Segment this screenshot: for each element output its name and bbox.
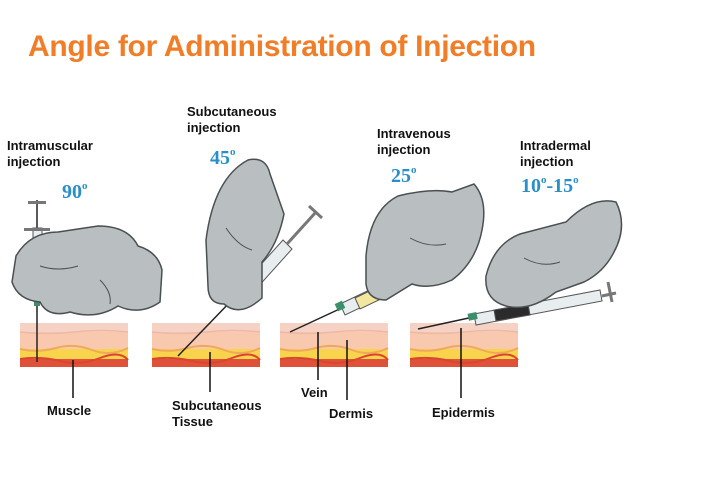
label-epidermis: Epidermis: [432, 405, 495, 420]
label-intradermal: Intradermal injection: [520, 138, 591, 170]
diagram-title: Angle for Administration of Injection: [28, 30, 536, 63]
skin-block-intradermal: [409, 322, 519, 368]
angle-intramuscular: 90o: [62, 180, 88, 204]
gloved-hand-intradermal: [485, 200, 623, 309]
degree-symbol: o: [230, 146, 236, 158]
degree-symbol: o: [82, 180, 88, 192]
gloved-hand-intravenous: [365, 183, 485, 301]
label-intravenous-line2: injection: [377, 142, 431, 157]
angle-intravenous: 25o: [391, 164, 417, 188]
label-subcutaneous: Subcutaneous injection: [187, 104, 277, 136]
label-subcutaneous-tissue: Subcutaneous Tissue: [172, 398, 262, 430]
angle-subcutaneous-value: 45: [210, 147, 230, 169]
angle-intradermal-max: 15: [553, 175, 574, 197]
angle-intravenous-value: 25: [391, 165, 411, 187]
label-intramuscular-line1: Intramuscular: [7, 138, 93, 153]
label-subcutaneous-tissue-line2: Tissue: [172, 414, 213, 429]
label-subcutaneous-line1: Subcutaneous: [187, 104, 277, 119]
label-intradermal-line1: Intradermal: [520, 138, 591, 153]
skin-block-subcutaneous: [151, 322, 261, 368]
angle-subcutaneous: 45o: [210, 146, 236, 170]
degree-symbol: o: [411, 164, 417, 176]
label-intramuscular-line2: injection: [7, 154, 61, 169]
degree-symbol: o: [541, 174, 547, 186]
angle-intramuscular-value: 90: [62, 181, 82, 203]
label-vein: Vein: [301, 385, 328, 400]
syringe-intradermal: [417, 281, 617, 330]
angle-intradermal-min: 10: [521, 175, 541, 197]
label-muscle: Muscle: [47, 403, 92, 418]
angle-intradermal: 10o-15o: [521, 174, 579, 198]
gloved-hand-intramuscular: [11, 225, 163, 316]
label-intradermal-line2: injection: [520, 154, 574, 169]
angle-intradermal-separator: -: [546, 175, 554, 197]
skin-block-intramuscular: [19, 322, 129, 368]
label-subcutaneous-line2: injection: [187, 120, 241, 135]
label-dermis: Dermis: [329, 406, 374, 421]
label-intravenous: Intravenous injection: [377, 126, 451, 158]
label-intramuscular: Intramuscular injection: [7, 138, 93, 170]
degree-symbol: o: [573, 174, 579, 186]
label-intravenous-line1: Intravenous: [377, 126, 451, 141]
label-subcutaneous-tissue-line1: Subcutaneous: [172, 398, 262, 413]
gloved-hand-subcutaneous: [205, 158, 285, 311]
